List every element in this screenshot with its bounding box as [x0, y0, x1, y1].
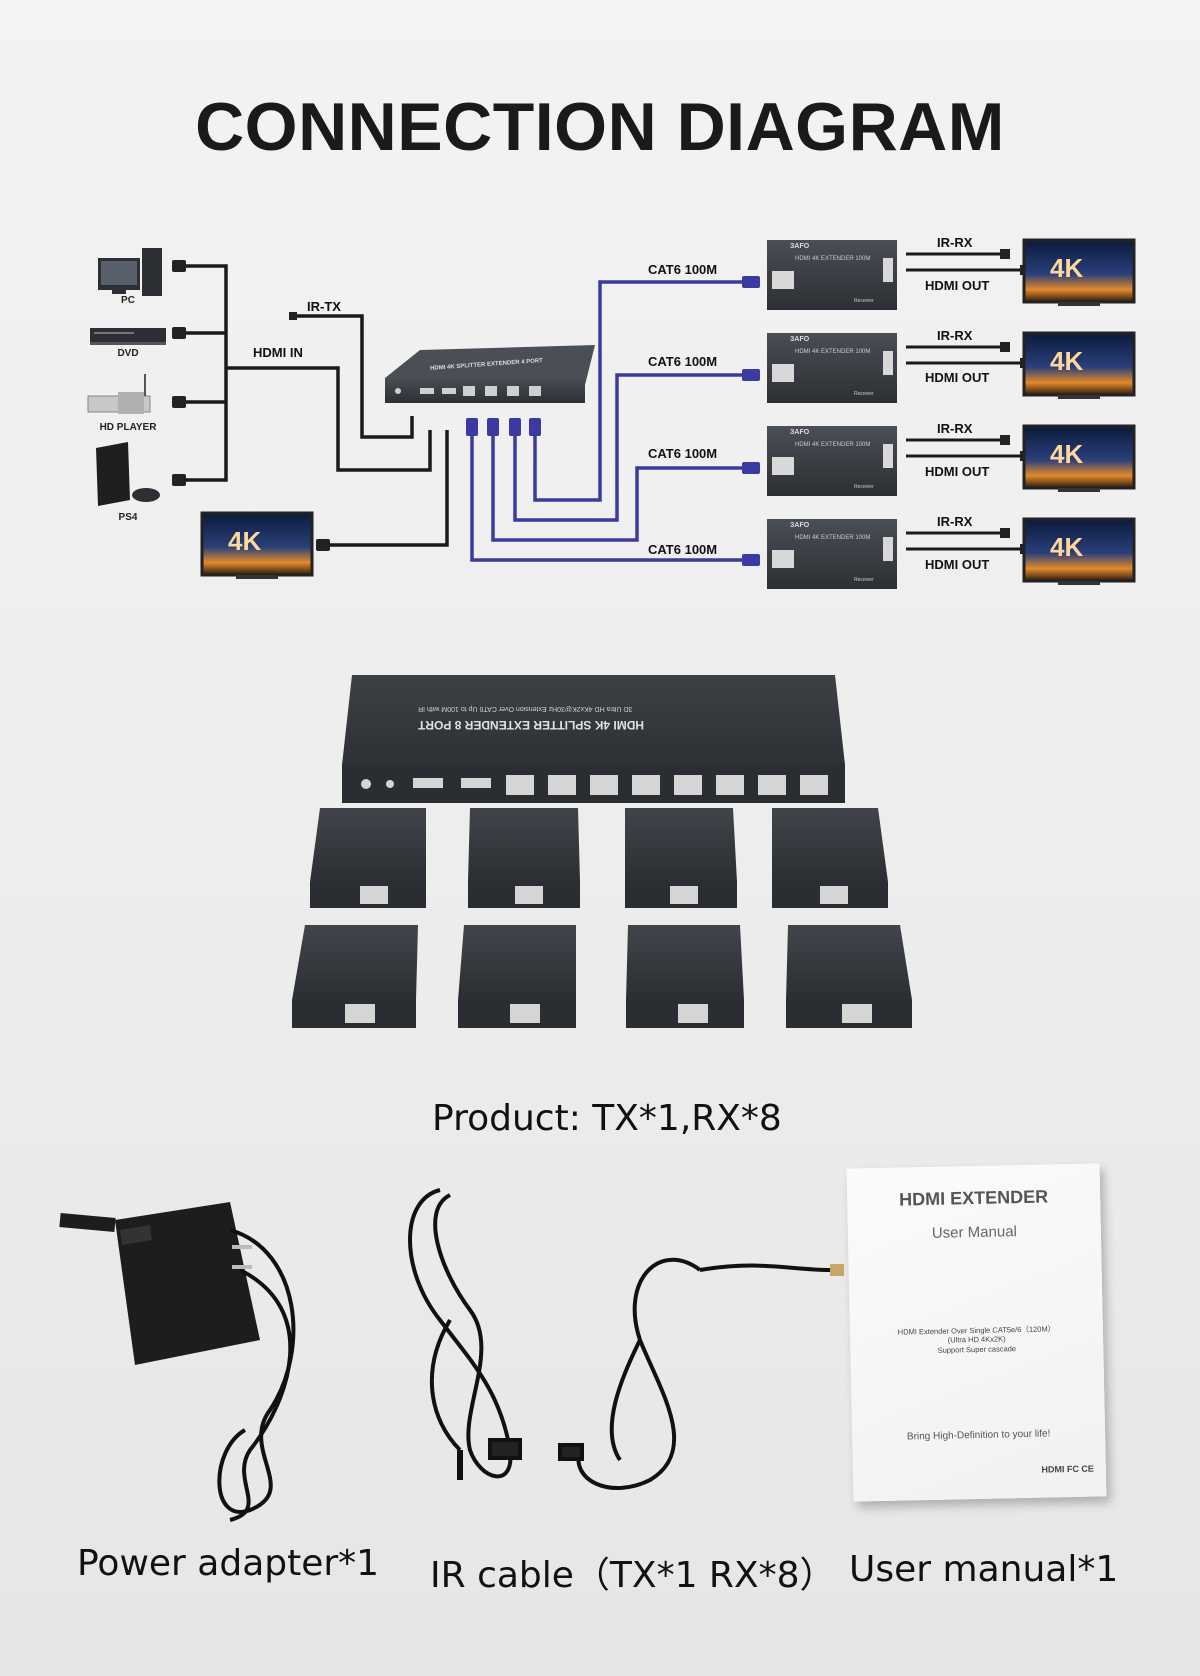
- power-adapter-caption: Power adapter*1: [77, 1543, 380, 1584]
- rx-model-4: HDMI 4K EXTENDER 100M: [795, 535, 871, 541]
- ir-cable-rx-image: [558, 1257, 844, 1490]
- rx-role-3: Receiver: [854, 484, 874, 490]
- dvd-icon: [90, 328, 166, 345]
- source-label-ps4: PS4: [118, 512, 138, 523]
- rx-model-2: HDMI 4K EXTENDER 100M: [795, 349, 871, 355]
- rx-brand-1: ЗАFO: [790, 243, 810, 250]
- rx-boxes-row-2: [292, 925, 912, 1028]
- tv-1: [1022, 238, 1136, 306]
- tx-device: [385, 345, 595, 403]
- tv-3: [1022, 424, 1136, 492]
- manual-title: HDMI EXTENDER: [898, 1186, 1049, 1210]
- rx-model-3: HDMI 4K EXTENDER 100M: [795, 442, 871, 448]
- user-manual-caption: User manual*1: [849, 1549, 1119, 1590]
- cat6-label-3: CAT6 100M: [648, 446, 718, 461]
- rx-device-2: [767, 333, 897, 403]
- rx-device-3: [767, 426, 897, 496]
- product-caption: Product: TX*1,RX*8: [432, 1098, 782, 1139]
- hdmi-out-label-2: HDMI OUT: [925, 370, 990, 385]
- tv-4k-text-1: 4K: [1050, 253, 1084, 283]
- ir-rx-label-4: IR-RX: [937, 514, 973, 529]
- rx-device-1: [767, 240, 897, 310]
- source-label-dvd: DVD: [117, 348, 139, 359]
- hdmi-out-label-4: HDMI OUT: [925, 557, 990, 572]
- tv-4k-text-4: 4K: [1050, 532, 1084, 562]
- tv-4: [1022, 517, 1136, 585]
- tv-2: [1022, 331, 1136, 399]
- ir-rx-label-3: IR-RX: [937, 421, 973, 436]
- tx-8port-model: HDMI 4K SPLITTER EXTENDER 8 PORT: [418, 718, 645, 732]
- rx-role-1: Receiver: [854, 298, 874, 304]
- tv-4k-text-2: 4K: [1050, 346, 1084, 376]
- rx-role-4: Receiver: [854, 577, 874, 583]
- connection-diagram: [87, 238, 1136, 589]
- ir-rx-label-2: IR-RX: [937, 328, 973, 343]
- manual-description: HDMI Extender Over Single CAT5e/6（120M） …: [870, 1324, 1084, 1357]
- cat6-plugs: [466, 276, 760, 566]
- tv-4k-text-3: 4K: [1050, 439, 1084, 469]
- tv-4k-text-local: 4K: [228, 526, 262, 556]
- rx-model-1: HDMI 4K EXTENDER 100M: [795, 256, 871, 262]
- accessories-photo: [59, 1188, 844, 1522]
- pc-icon: [98, 248, 162, 296]
- source-label-hd-player: HD PLAYER: [99, 422, 157, 433]
- manual-subtitle: User Manual: [931, 1223, 1018, 1242]
- user-manual-image: HDMI EXTENDER User Manual HDMI Extender …: [846, 1163, 1107, 1502]
- source-connectors: [172, 260, 330, 551]
- manual-tagline: Bring High-Definition to your life!: [906, 1428, 1051, 1443]
- rx-role-2: Receiver: [854, 391, 874, 397]
- tx-8port-desc: 3D Ultra HD 4Kx2K@30Hz Extension Over CA…: [418, 705, 633, 712]
- cat6-label-4: CAT6 100M: [648, 542, 718, 557]
- rx-brand-4: ЗАFO: [790, 522, 810, 529]
- hd-player-icon: [87, 374, 151, 414]
- source-devices: [87, 248, 166, 506]
- source-label-pc: PC: [121, 295, 135, 306]
- rx-group: [767, 238, 1136, 589]
- cat6-label-1: CAT6 100M: [648, 262, 718, 277]
- page-title: CONNECTION DIAGRAM: [195, 89, 1005, 165]
- rx-brand-3: ЗАFO: [790, 429, 810, 436]
- source-hdmi-cables: [185, 264, 449, 547]
- rx-boxes-row-1: [310, 808, 888, 908]
- hdmi-in-label: HDMI IN: [253, 345, 303, 360]
- ir-tx-label: IR-TX: [307, 299, 341, 314]
- manual-logos: HDMI FC CE: [1041, 1463, 1094, 1475]
- tx-8port-device: [342, 675, 845, 803]
- power-adapter-image: [59, 1202, 296, 1522]
- cat6-cables: [470, 280, 760, 562]
- product-photo: [292, 675, 912, 1028]
- hdmi-out-label-3: HDMI OUT: [925, 464, 990, 479]
- ps4-icon: [96, 442, 160, 506]
- hdmi-out-label-1: HDMI OUT: [925, 278, 990, 293]
- ir-cable-tx-image: [408, 1188, 522, 1480]
- ir-cable-caption: IR cable（TX*1 RX*8）: [430, 1555, 836, 1596]
- ir-rx-label-1: IR-RX: [937, 235, 973, 250]
- cat6-label-2: CAT6 100M: [648, 354, 718, 369]
- local-tv: [200, 511, 314, 579]
- rx-brand-2: ЗАFO: [790, 336, 810, 343]
- rx-device-4: [767, 519, 897, 589]
